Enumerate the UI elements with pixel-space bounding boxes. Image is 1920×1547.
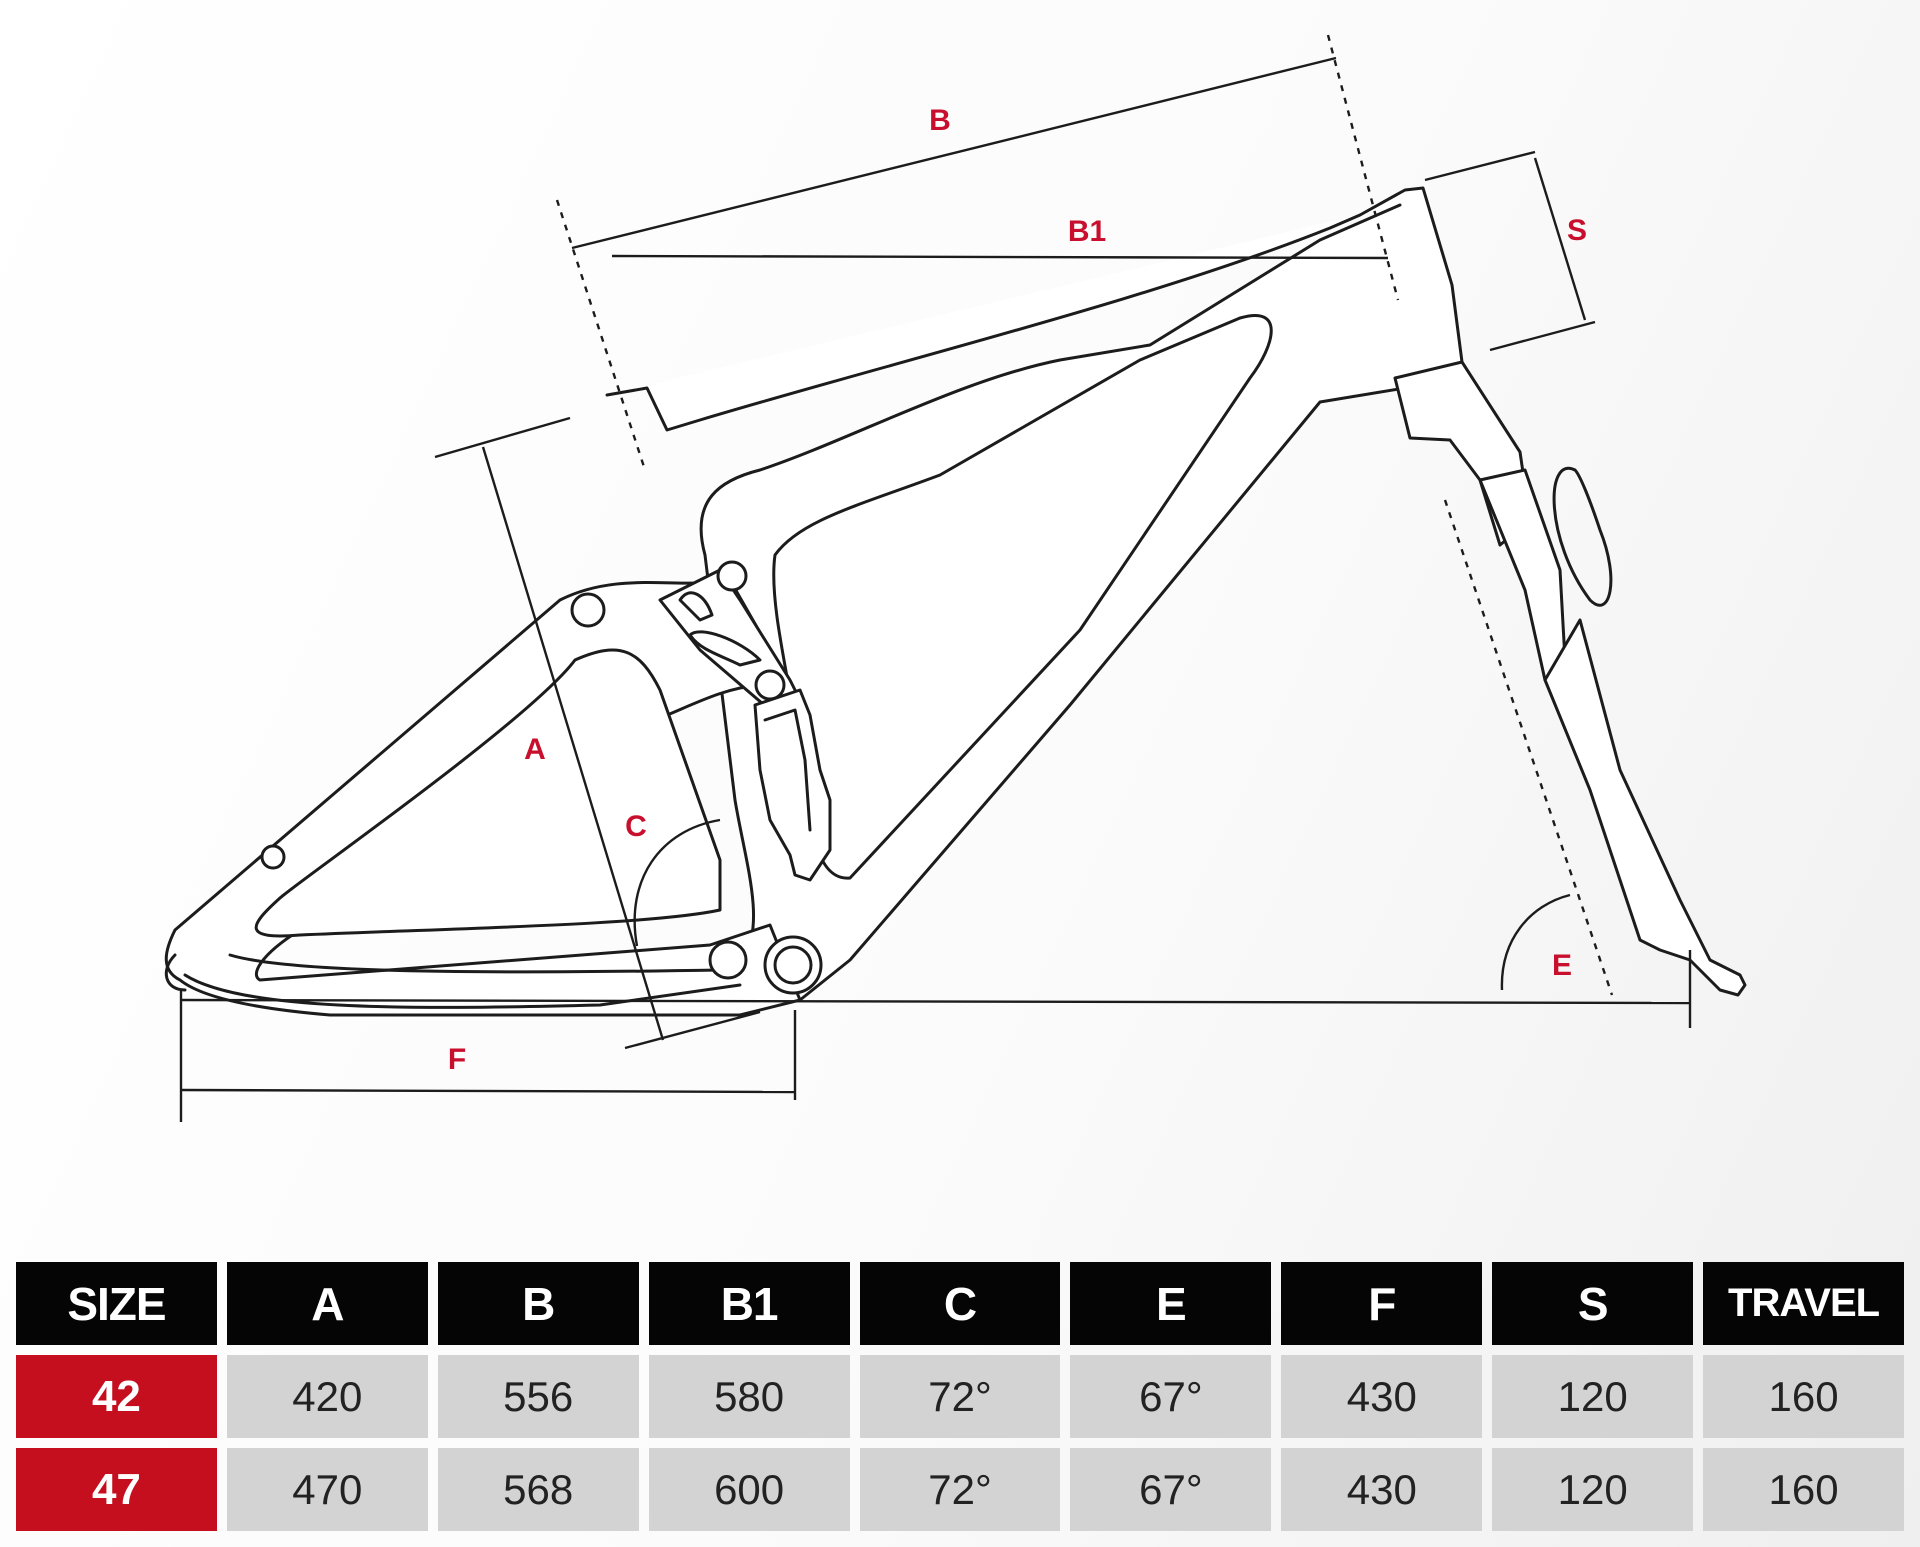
row-47-c: 72° (859, 1448, 1061, 1531)
rear-shock (753, 688, 832, 882)
label-a: A (524, 733, 546, 766)
pivot-dropout (260, 844, 286, 870)
row-47-s: 120 (1492, 1448, 1694, 1531)
chainstay-inner (228, 953, 722, 974)
row-47-e: 67° (1070, 1448, 1272, 1531)
label-e: E (1552, 949, 1572, 982)
row-42-size: 42 (16, 1355, 217, 1438)
fork-brace (1552, 466, 1613, 607)
dim-e-arc (1500, 893, 1571, 991)
label-c: C (625, 810, 647, 843)
header-c: C (859, 1262, 1061, 1345)
fork-upper (1478, 468, 1567, 682)
pivot-rocker-front (716, 560, 748, 592)
dim-b1-line (611, 254, 1389, 260)
header-e: E (1070, 1262, 1272, 1345)
pivot-rocker-rear (570, 592, 606, 628)
dim-e-ext (1443, 499, 1614, 996)
pivot-chainstay (708, 940, 748, 980)
row-47-size: 47 (16, 1448, 217, 1531)
row-42-f: 430 (1281, 1355, 1483, 1438)
rocker-slot-lower (688, 630, 762, 667)
row-42-travel: 160 (1703, 1355, 1904, 1438)
dim-a-line (481, 446, 665, 1041)
dim-f-line (180, 1088, 796, 1094)
row-47-travel: 160 (1703, 1448, 1904, 1531)
dim-c-arc (633, 818, 721, 947)
label-b: B (929, 104, 951, 137)
bottom-bracket-inner (773, 945, 813, 985)
rear-triangle-window (254, 648, 722, 938)
geometry-table: SIZE A B B1 C E F S TRAVEL 42 420 556 58… (16, 1262, 1904, 1531)
dimension-lines (179, 34, 1692, 1122)
dimension-labels: B B1 S A C E F (448, 104, 1587, 1076)
row-42-e: 67° (1070, 1355, 1272, 1438)
ground-line (179, 998, 1691, 1005)
row-42-b1: 580 (648, 1355, 850, 1438)
header-b: B (437, 1262, 639, 1345)
fork-leg (1543, 618, 1747, 997)
pivot-shock (754, 669, 786, 701)
bike-frame (164, 186, 1747, 1017)
dim-a-tick-top (434, 416, 571, 459)
row-47-a: 470 (226, 1448, 428, 1531)
label-f: F (448, 1043, 466, 1076)
header-size: SIZE (16, 1262, 217, 1345)
chainstay (183, 973, 742, 1009)
rear-dropout (164, 953, 187, 992)
rocker-slot (678, 591, 714, 622)
label-s: S (1567, 214, 1587, 247)
row-42-a: 420 (226, 1355, 428, 1438)
dim-s-tick-top (1424, 150, 1536, 182)
header-a: A (226, 1262, 428, 1345)
dim-s-line (1533, 157, 1587, 321)
row-42-s: 120 (1492, 1355, 1694, 1438)
row-47-b: 568 (437, 1448, 639, 1531)
dim-b-ext-left (555, 199, 647, 471)
dim-a-tick-bottom (624, 1010, 761, 1050)
dim-b-line (571, 56, 1337, 250)
label-b1: B1 (1068, 215, 1106, 248)
header-travel: TRAVEL (1703, 1262, 1904, 1345)
header-b1: B1 (648, 1262, 850, 1345)
shock-inner (763, 708, 812, 832)
header-s: S (1492, 1262, 1694, 1345)
row-47-b1: 600 (648, 1448, 850, 1531)
row-42-b: 556 (437, 1355, 639, 1438)
row-42-c: 72° (859, 1355, 1061, 1438)
dim-s-tick-bottom (1489, 320, 1596, 352)
frame-geometry-diagram: B B1 S A C E F (164, 34, 1747, 1122)
row-47-f: 430 (1281, 1448, 1483, 1531)
header-f: F (1281, 1262, 1483, 1345)
